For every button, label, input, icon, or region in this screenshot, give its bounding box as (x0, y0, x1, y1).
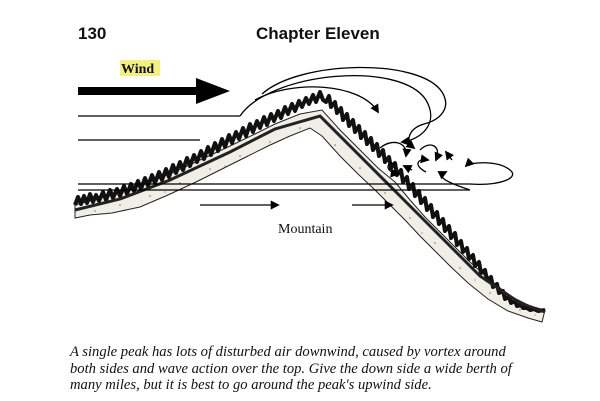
caption-line: A single peak has lots of disturbed air … (70, 344, 506, 360)
wind-arrowhead (196, 78, 230, 104)
vortex-curl (419, 144, 444, 162)
vortex-curl (387, 162, 400, 178)
wind-label-highlight (120, 60, 160, 76)
slope-shading (74, 114, 546, 314)
airflow-over-peak (261, 66, 447, 125)
airflow-over-peak (239, 75, 432, 146)
vortex-curl (405, 123, 425, 150)
mountain-shape (74, 109, 546, 323)
caption-line: both sides and wave action over the top.… (70, 360, 512, 377)
page-number: 130 (78, 24, 107, 43)
mountain-label: Mountain (278, 222, 332, 237)
vortex-curl (437, 171, 471, 191)
chapter-title: Chapter Eleven (256, 24, 380, 43)
grass-fringe (73, 90, 546, 313)
vortex-curl (464, 157, 514, 185)
airflow-over-peak (254, 86, 379, 114)
vortex-curl (402, 165, 413, 174)
caption-line: many miles, but it is best to go around … (70, 377, 432, 393)
vortex-curl (417, 154, 430, 173)
wind-label: Wind (121, 62, 154, 77)
vortex-curl (444, 150, 455, 161)
vortex-curl (379, 141, 412, 158)
figure-caption: A single peak has lots of disturbed air … (70, 344, 570, 394)
